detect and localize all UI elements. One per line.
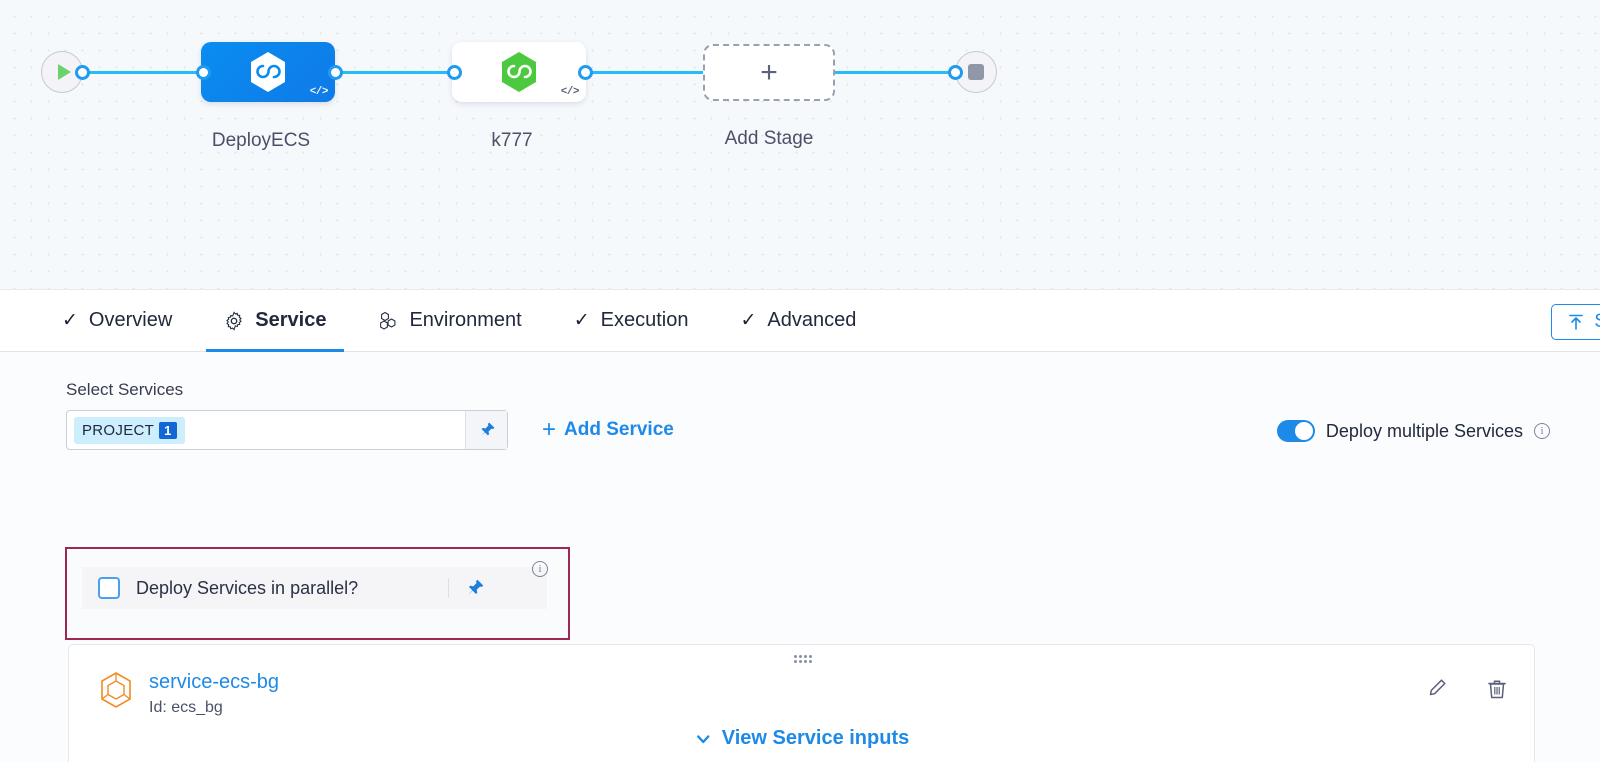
connector-line — [830, 71, 965, 74]
connector-dot[interactable] — [948, 65, 963, 80]
tab-service[interactable]: Service — [198, 290, 352, 352]
check-icon: ✓ — [740, 310, 757, 331]
connector-line — [82, 71, 208, 74]
deploy-parallel-highlight: Deploy Services in parallel? i — [65, 547, 570, 640]
tab-label: Advanced — [767, 309, 857, 331]
select-services-label: Select Services — [66, 380, 184, 399]
tab-label: Overview — [88, 309, 173, 331]
code-icon[interactable]: </> — [309, 86, 329, 98]
service-cube-icon — [101, 672, 131, 708]
tab-overview[interactable]: ✓ Overview — [36, 290, 198, 352]
service-id-text: Id: ecs_bg — [149, 699, 223, 716]
stage-tab-bar: ✓ Overview Service Environment ✓ Executi… — [0, 290, 1600, 352]
view-service-inputs-label: View Service inputs — [721, 727, 910, 749]
check-icon: ✓ — [62, 310, 78, 331]
add-service-button[interactable]: + Add Service — [542, 418, 674, 442]
service-card[interactable]: service-ecs-bg Id: ecs_bg View Service i… — [68, 644, 1535, 762]
info-icon[interactable]: i — [1534, 423, 1550, 439]
stop-icon — [968, 64, 984, 80]
play-icon — [57, 64, 71, 80]
connector-dot[interactable] — [578, 65, 593, 80]
service-identity: service-ecs-bg Id: ecs_bg — [99, 671, 279, 717]
connector-dot[interactable] — [328, 65, 343, 80]
deploy-parallel-label: Deploy Services in parallel? — [136, 577, 359, 598]
add-stage-label: Add Stage — [724, 128, 814, 149]
pin-services-button[interactable] — [465, 411, 507, 449]
scope-chip-count: 1 — [159, 421, 177, 439]
service-card-actions — [1426, 677, 1508, 701]
check-icon: ✓ — [573, 310, 590, 331]
tab-execution[interactable]: ✓ Execution — [548, 290, 715, 352]
harness-hexagon-icon — [251, 52, 285, 92]
service-name-link[interactable]: service-ecs-bg — [149, 671, 280, 693]
service-panel: Select Services PROJECT 1 + Add Service … — [0, 352, 1600, 762]
connector-dot[interactable] — [447, 65, 462, 80]
tab-label: Service — [255, 309, 327, 331]
connector-dot[interactable] — [75, 65, 90, 80]
trash-icon[interactable] — [1486, 677, 1508, 701]
save-template-icon — [1569, 314, 1584, 330]
tab-label: Execution — [600, 309, 689, 331]
tab-environment[interactable]: Environment — [352, 290, 547, 352]
pipeline-canvas[interactable]: </> DeployECS </> k777 + Add Stage — [0, 0, 1600, 290]
connector-dot[interactable] — [196, 65, 211, 80]
stage-node-k777[interactable]: </> — [452, 42, 586, 102]
stage-node-deployecs[interactable]: </> — [201, 42, 335, 102]
add-service-label: Add Service — [564, 419, 674, 440]
deploy-parallel-row[interactable]: Deploy Services in parallel? — [82, 567, 547, 609]
plus-icon: + — [760, 55, 778, 89]
select-services-row: PROJECT 1 + Add Service — [66, 410, 1600, 450]
drag-handle-icon[interactable] — [793, 655, 812, 665]
info-icon[interactable]: i — [532, 561, 548, 577]
deploy-multiple-services-label: Deploy multiple Services — [1325, 420, 1523, 441]
tab-label: Environment — [409, 309, 522, 331]
code-icon[interactable]: </> — [560, 86, 580, 98]
save-as-template-button[interactable]: S — [1551, 304, 1600, 340]
add-stage-button[interactable]: + — [703, 44, 835, 101]
connector-line — [578, 71, 708, 74]
deploy-parallel-checkbox[interactable] — [98, 577, 120, 599]
plus-icon: + — [542, 416, 557, 443]
pin-icon — [480, 422, 494, 437]
tab-advanced[interactable]: ✓ Advanced — [715, 290, 883, 352]
gear-icon — [226, 310, 243, 331]
harness-hexagon-icon — [502, 52, 536, 92]
deploy-multiple-services-row: Deploy multiple Services i — [1276, 420, 1550, 442]
hexagon-cluster-icon — [380, 311, 396, 330]
view-service-inputs-button[interactable]: View Service inputs — [694, 727, 910, 750]
services-select-input[interactable]: PROJECT 1 — [66, 410, 508, 450]
toggle-knob — [1294, 422, 1313, 440]
connector-line — [330, 71, 460, 74]
scope-chip[interactable]: PROJECT 1 — [74, 416, 185, 444]
stage-label-k777: k777 — [491, 130, 533, 151]
save-button-label: S — [1594, 311, 1600, 333]
chevron-down-icon — [696, 734, 709, 743]
deploy-multiple-services-toggle[interactable] — [1276, 420, 1315, 442]
pencil-icon[interactable] — [1426, 677, 1448, 701]
pin-icon[interactable] — [448, 578, 485, 598]
stage-label-deployecs: DeployECS — [211, 130, 311, 151]
scope-chip-label: PROJECT — [82, 421, 155, 439]
